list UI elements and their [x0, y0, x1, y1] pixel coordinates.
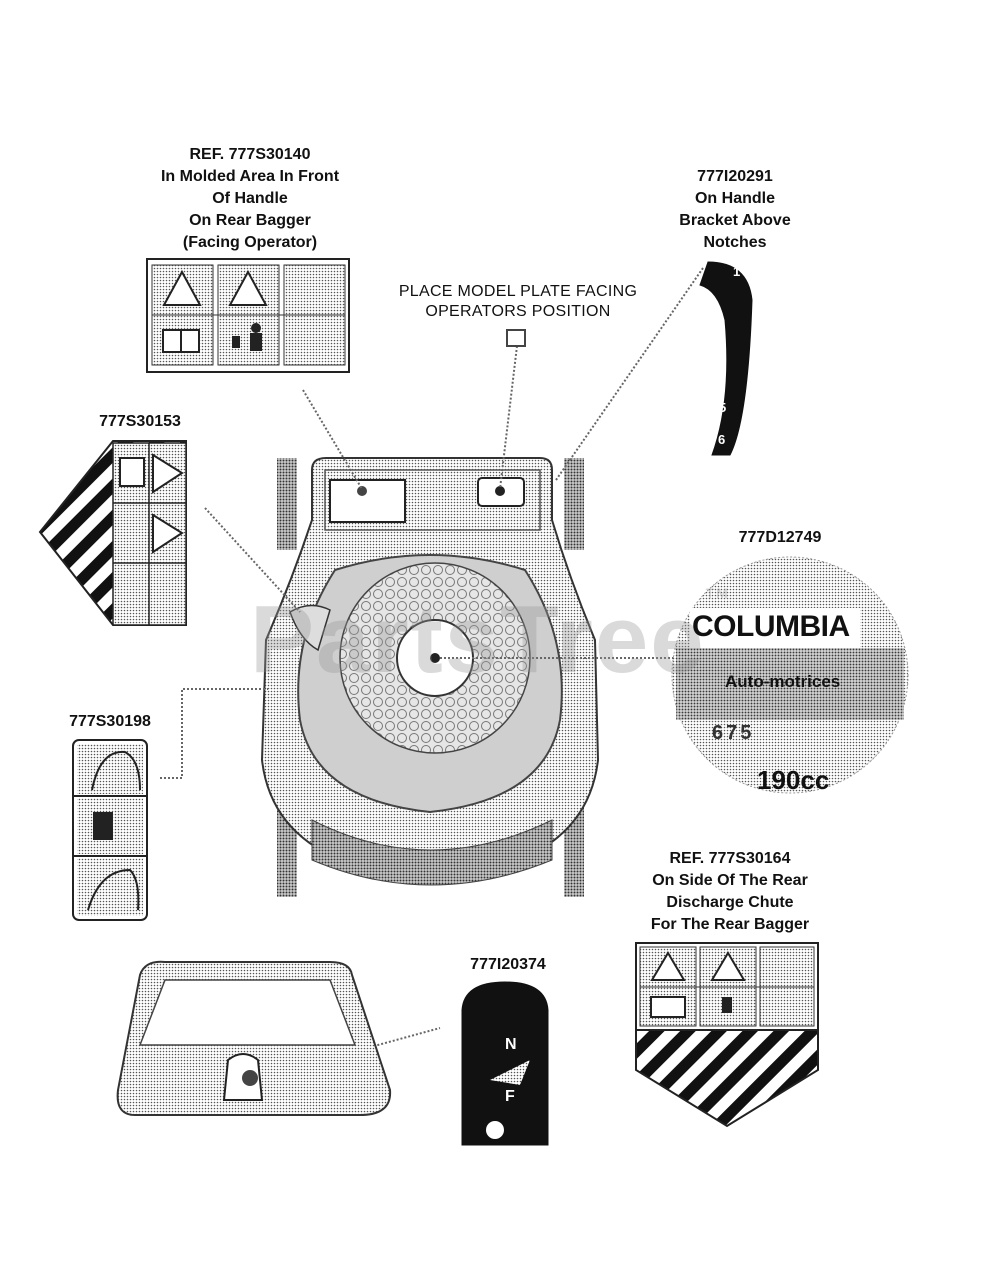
dial-number-5: 5 — [719, 400, 727, 415]
label-777S30198: 777S30198 — [69, 713, 151, 730]
rear-bagger-frame — [116, 960, 392, 1116]
decal-model-number: 675 — [712, 722, 755, 744]
mower-deck — [260, 457, 600, 897]
label-777D12749: 777D12749 — [738, 529, 822, 546]
decal-777I20374 — [461, 981, 549, 1146]
decal-777S30198 — [72, 739, 148, 921]
label-777I20291: 777I20291 On Handle Bracket Above Notche… — [679, 168, 791, 251]
decal-displacement: 190cc — [757, 765, 830, 795]
label-777S30153: 777S30153 — [99, 413, 181, 430]
model-plate-marker — [506, 329, 526, 347]
dial-number-3: 3 — [715, 334, 723, 349]
dial-number-1: 1 — [733, 264, 741, 279]
decal-777S30164 — [635, 942, 819, 1128]
throttle-n: N — [505, 1036, 517, 1053]
decal-777S30140 — [146, 258, 350, 373]
label-777S30140: REF. 777S30140 In Molded Area In Front O… — [160, 146, 340, 251]
label-777I20374: 777I20374 — [470, 956, 546, 973]
decal-777I20291-dial — [699, 261, 753, 456]
label-model-plate: PLACE MODEL PLATE FACING OPERATORS POSIT… — [398, 283, 638, 320]
throttle-f: F — [505, 1088, 515, 1105]
columbia-brand: COLUMBIA — [692, 610, 850, 643]
dial-number-4: 4 — [717, 368, 725, 383]
watermark-parts-tree: PartsTreeTM — [250, 585, 730, 693]
decal-777D12749 — [671, 556, 909, 794]
wheel-rear-left — [277, 458, 297, 550]
dial-number-2: 2 — [707, 298, 715, 313]
decal-777S30153 — [38, 440, 187, 626]
decal-subtitle: Auto-motrices — [725, 672, 841, 691]
dial-number-6: 6 — [718, 432, 726, 447]
label-777S30164: REF. 777S30164 On Side Of The Rear Disch… — [650, 850, 810, 933]
wheel-rear-right — [564, 458, 584, 550]
